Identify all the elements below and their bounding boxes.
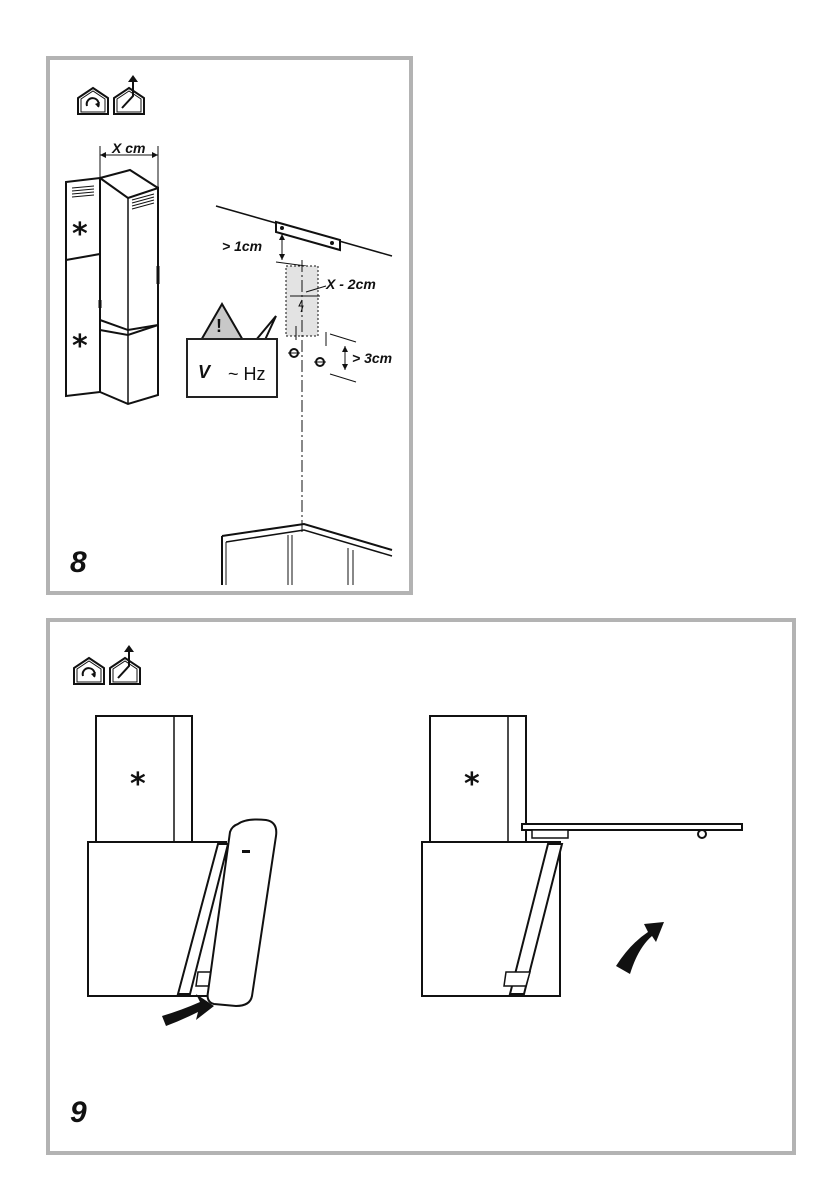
voltage-warning-box: V ~ Hz: [186, 338, 278, 398]
asterisk-mark-upper: *: [72, 220, 88, 250]
asterisk-mark-right: *: [464, 770, 480, 800]
asterisk-mark-lower: *: [72, 332, 88, 362]
figure-9-panel: * * 9: [46, 618, 796, 1155]
voltage-label: V: [198, 362, 210, 383]
screw-gap-label: > 3cm: [352, 350, 392, 366]
chimney-width-label: X cm: [112, 140, 145, 156]
socket-width-label: X - 2cm: [326, 276, 376, 292]
bracket-gap-label: > 1cm: [222, 238, 262, 254]
warning-exclamation-icon: !: [216, 316, 222, 337]
figure-number: 9: [70, 1096, 87, 1130]
asterisk-mark-left: *: [130, 770, 146, 800]
figure-number: 8: [70, 546, 87, 580]
chimney-illustration: [50, 60, 417, 599]
figure-8-panel: * * X cm > 1cm X - 2cm > 3cm V ~ Hz ! 8: [46, 56, 413, 595]
frequency-label: ~ Hz: [228, 364, 266, 385]
hood-glass-illustration: [50, 622, 800, 1159]
